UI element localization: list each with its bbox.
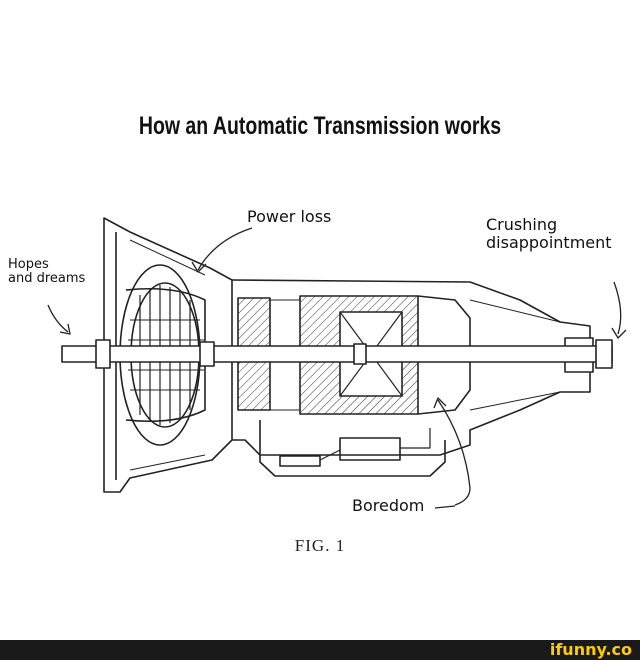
label-crushing-disappointment: Crushing disappointment (486, 215, 612, 252)
diagram-title: How an Automatic Transmission works (138, 112, 502, 140)
footer-bar (0, 640, 640, 660)
transmission-case (231, 279, 594, 456)
ifunny-watermark: ifunny.co (549, 640, 632, 659)
main-shaft (61, 339, 613, 369)
valve-body (259, 420, 446, 477)
figure-caption: FIG. 1 (294, 536, 346, 555)
label-hopes-and-dreams: Hopes and dreams (8, 257, 86, 287)
label-power-loss: Power loss (247, 207, 332, 226)
label-boredom: Boredom (352, 496, 425, 515)
pointer-arrows (47, 227, 627, 509)
